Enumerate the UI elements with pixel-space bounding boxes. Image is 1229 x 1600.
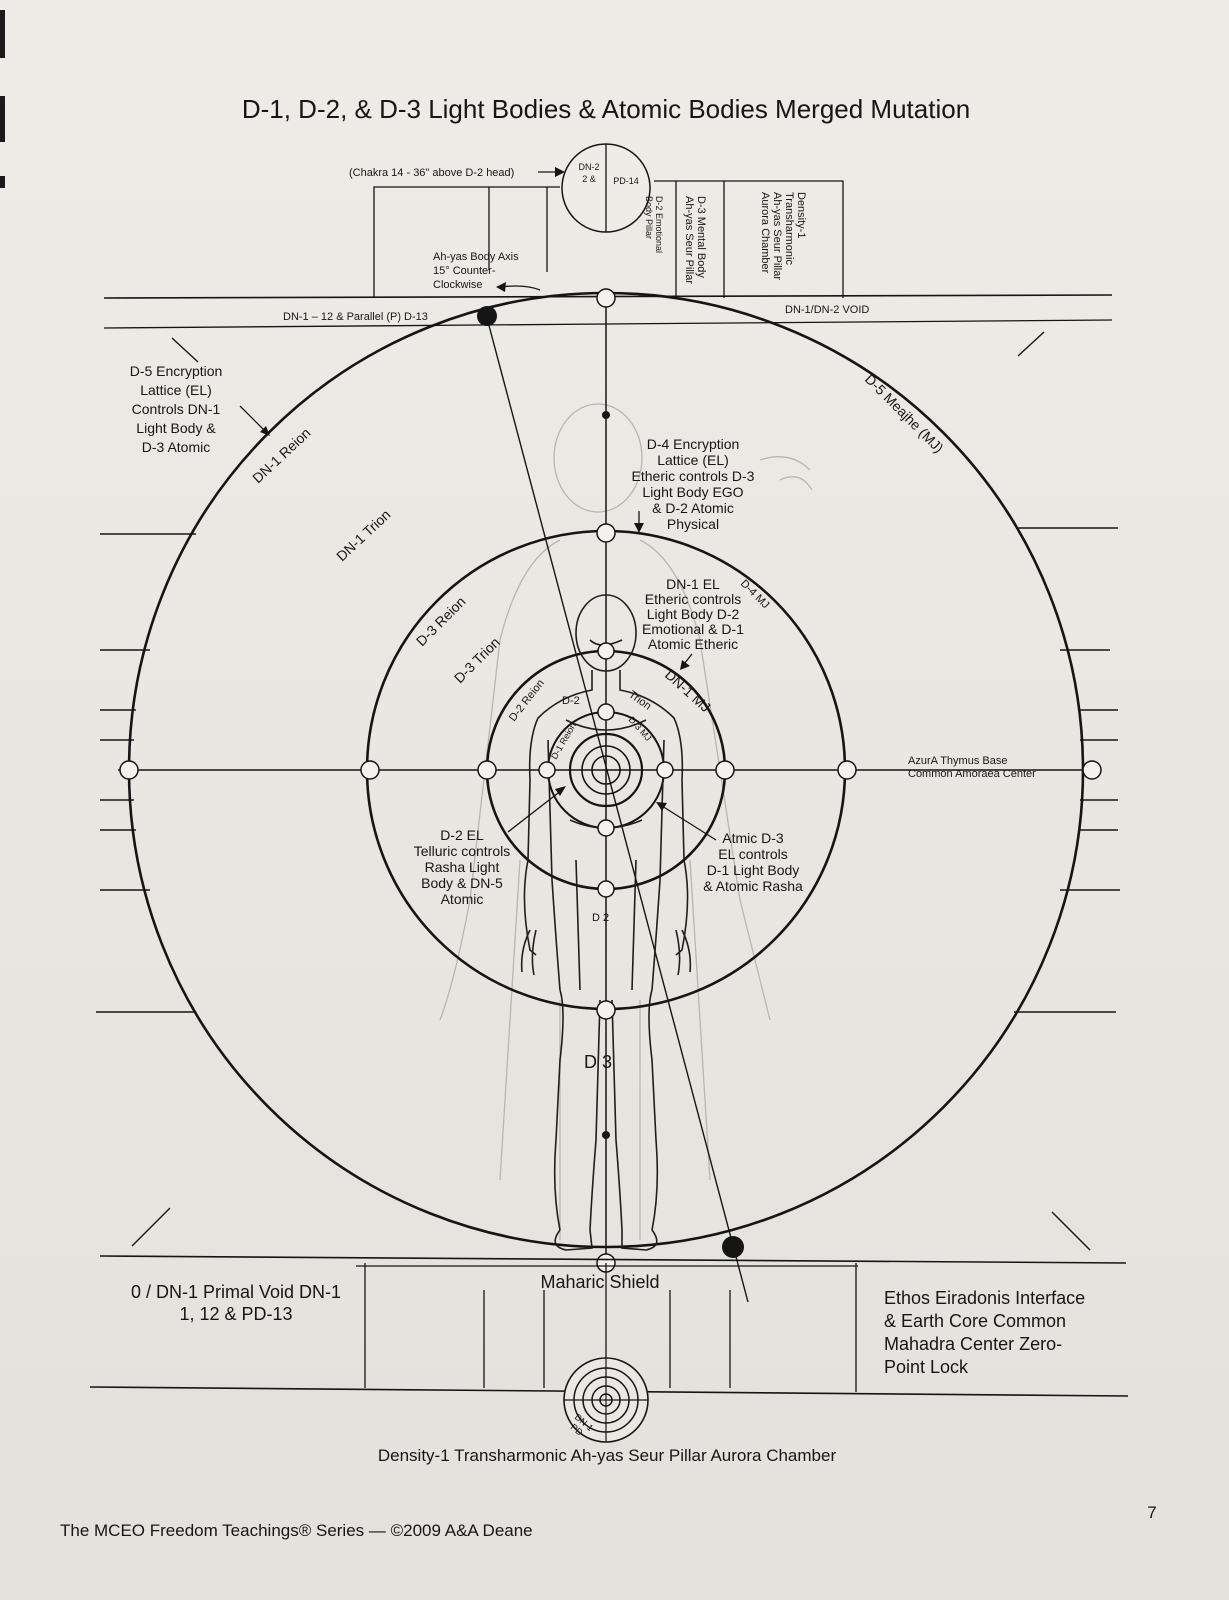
void-label: DN-1/DN-2 VOID [785, 304, 869, 316]
svg-text:Density-1: Density-1 [795, 192, 807, 238]
svg-text:Point Lock: Point Lock [884, 1357, 969, 1377]
svg-text:Etheric controls D-3: Etheric controls D-3 [632, 468, 755, 484]
svg-text:D-4 Encryption: D-4 Encryption [647, 436, 740, 452]
dn1-reion-label: DN-1 Reion [249, 425, 313, 487]
bottom-chamber: 0 / DN-1 Primal Void DN-1 1, 12 & PD-13 … [89, 1255, 1129, 1465]
d3-body-label: D 3 [584, 1052, 612, 1072]
svg-text:Lattice (EL): Lattice (EL) [140, 382, 212, 398]
diagram-title: D-1, D-2, & D-3 Light Bodies & Atomic Bo… [242, 94, 970, 124]
side-ticks [96, 331, 1120, 1251]
ahyas-axis-label: Ah-yas Body Axis 15° Counter- Clockwise [433, 251, 519, 291]
svg-text:0 / DN-1 Primal Void DN-1: 0 / DN-1 Primal Void DN-1 [131, 1282, 341, 1302]
svg-text:1, 12 & PD-13: 1, 12 & PD-13 [179, 1304, 292, 1324]
svg-text:Telluric controls: Telluric controls [414, 843, 510, 859]
svg-text:Rasha Light: Rasha Light [425, 859, 500, 875]
svg-text:Light Body &: Light Body & [136, 420, 216, 436]
svg-text:15° Counter-: 15° Counter- [433, 265, 496, 277]
svg-text:DN-1 EL: DN-1 EL [666, 576, 720, 592]
svg-text:Controls DN-1: Controls DN-1 [132, 401, 221, 417]
svg-text:Ethos Eiradonis Interface: Ethos Eiradonis Interface [884, 1288, 1085, 1308]
dn1-el-label: DN-1 EL Etheric controls Light Body D-2 … [642, 576, 744, 652]
svg-text:& Earth Core Common: & Earth Core Common [884, 1311, 1066, 1331]
svg-text:Atmic D-3: Atmic D-3 [722, 830, 784, 846]
dn2-label: DN-2 [578, 162, 599, 172]
trion-inner-label: Trion [626, 689, 653, 713]
svg-text:AzurA Thymus Base: AzurA Thymus Base [908, 755, 1007, 767]
dn1-parallel-label: DN-1 – 12 & Parallel (P) D-13 [283, 311, 428, 323]
d2-inner-label: D-2 [562, 695, 580, 707]
azura-label: AzurA Thymus Base Common Amoraea Center [908, 755, 1036, 780]
svg-text:Lattice (EL): Lattice (EL) [657, 452, 729, 468]
two-and-label: 2 & [582, 174, 596, 184]
dn1-mj-label: DN-1 MJ [662, 666, 714, 715]
svg-text:Ah-yas Body Axis: Ah-yas Body Axis [433, 251, 519, 263]
d2-el-label: D-2 EL Telluric controls Rasha Light Bod… [414, 827, 510, 907]
atmic-d3-label: Atmic D-3 EL controls D-1 Light Body & A… [703, 830, 803, 894]
svg-text:D-3 Mental Body: D-3 Mental Body [695, 196, 707, 278]
svg-text:& D-2 Atomic: & D-2 Atomic [652, 500, 734, 516]
svg-text:Light Body EGO: Light Body EGO [642, 484, 743, 500]
svg-text:D-2 EL: D-2 EL [440, 827, 484, 843]
svg-text:Physical: Physical [667, 516, 719, 532]
chakra-14-note: (Chakra 14 - 36" above D-2 head) [349, 167, 514, 179]
page-number: 7 [1147, 1503, 1156, 1522]
svg-text:Common Amoraea Center: Common Amoraea Center [908, 768, 1036, 780]
d5-meajhe-label: D-5 Meajhe (MJ) [862, 371, 947, 456]
svg-text:Body Pillar: Body Pillar [644, 196, 654, 239]
svg-text:Atomic: Atomic [441, 891, 484, 907]
svg-text:D-2 Emotional: D-2 Emotional [654, 196, 664, 253]
density-pillar-caption: Density-1 Transharmonic Ah-yas Seur Pill… [378, 1446, 837, 1465]
svg-text:Mahadra Center Zero-: Mahadra Center Zero- [884, 1334, 1062, 1354]
pillar-emotional-text: D-2 Emotional Body Pillar [644, 196, 664, 253]
ghost-figure [439, 403, 813, 1240]
svg-text:Body & DN-5: Body & DN-5 [421, 875, 503, 891]
svg-text:EL controls: EL controls [718, 846, 788, 862]
svg-text:Emotional & D-1: Emotional & D-1 [642, 621, 744, 637]
nodes [119, 288, 1102, 1273]
svg-text:Ah-yas Seur Pillar: Ah-yas Seur Pillar [771, 192, 783, 280]
d2-reion-label: D-2 Reion [507, 677, 547, 723]
series-footer: The MCEO Freedom Teachings® Series — ©20… [60, 1521, 533, 1540]
svg-text:Aurora Chamber: Aurora Chamber [759, 192, 771, 274]
dn1-trion-label: DN-1 Trion [333, 506, 393, 564]
svg-text:Transharmonic: Transharmonic [783, 192, 795, 265]
maharic-shield-label: Maharic Shield [540, 1272, 659, 1292]
pd14-label: PD-14 [613, 176, 639, 186]
earth-core-target: DN-1 PD- [563, 1357, 649, 1443]
d4-encryption-lattice-label: D-4 Encryption Lattice (EL) Etheric cont… [632, 436, 755, 532]
d2-body-label: D 2 [592, 912, 609, 924]
svg-text:D-1 Light Body: D-1 Light Body [707, 862, 800, 878]
pillar-density-text: Density-1 Transharmonic Ah-yas Seur Pill… [759, 192, 807, 280]
ethos-eiradonis-label: Ethos Eiradonis Interface & Earth Core C… [884, 1288, 1085, 1377]
svg-text:Light Body D-2: Light Body D-2 [647, 606, 740, 622]
d3-reion-label: D-3 Reion [413, 593, 469, 649]
svg-text:& Atomic Rasha: & Atomic Rasha [703, 878, 803, 894]
binding-edge [0, 0, 6, 1600]
svg-text:Ah-yas Seur Pillar: Ah-yas Seur Pillar [683, 196, 695, 284]
pillar-mental-text: D-3 Mental Body Ah-yas Seur Pillar [683, 196, 707, 284]
primal-void-label: 0 / DN-1 Primal Void DN-1 1, 12 & PD-13 [131, 1282, 341, 1324]
svg-text:D-5 Encryption: D-5 Encryption [130, 363, 223, 379]
d3-mj-label: D-3 MJ [627, 715, 654, 743]
d5-encryption-lattice-label: D-5 Encryption Lattice (EL) Controls DN-… [130, 363, 223, 455]
svg-text:Atomic Etheric: Atomic Etheric [648, 636, 738, 652]
svg-text:Clockwise: Clockwise [433, 279, 483, 291]
svg-text:D-3 Atomic: D-3 Atomic [142, 439, 210, 455]
top-chamber: DN-2 2 & PD-14 (Chakra 14 - 36" above D-… [103, 143, 1113, 329]
svg-text:Etheric controls: Etheric controls [645, 591, 741, 607]
